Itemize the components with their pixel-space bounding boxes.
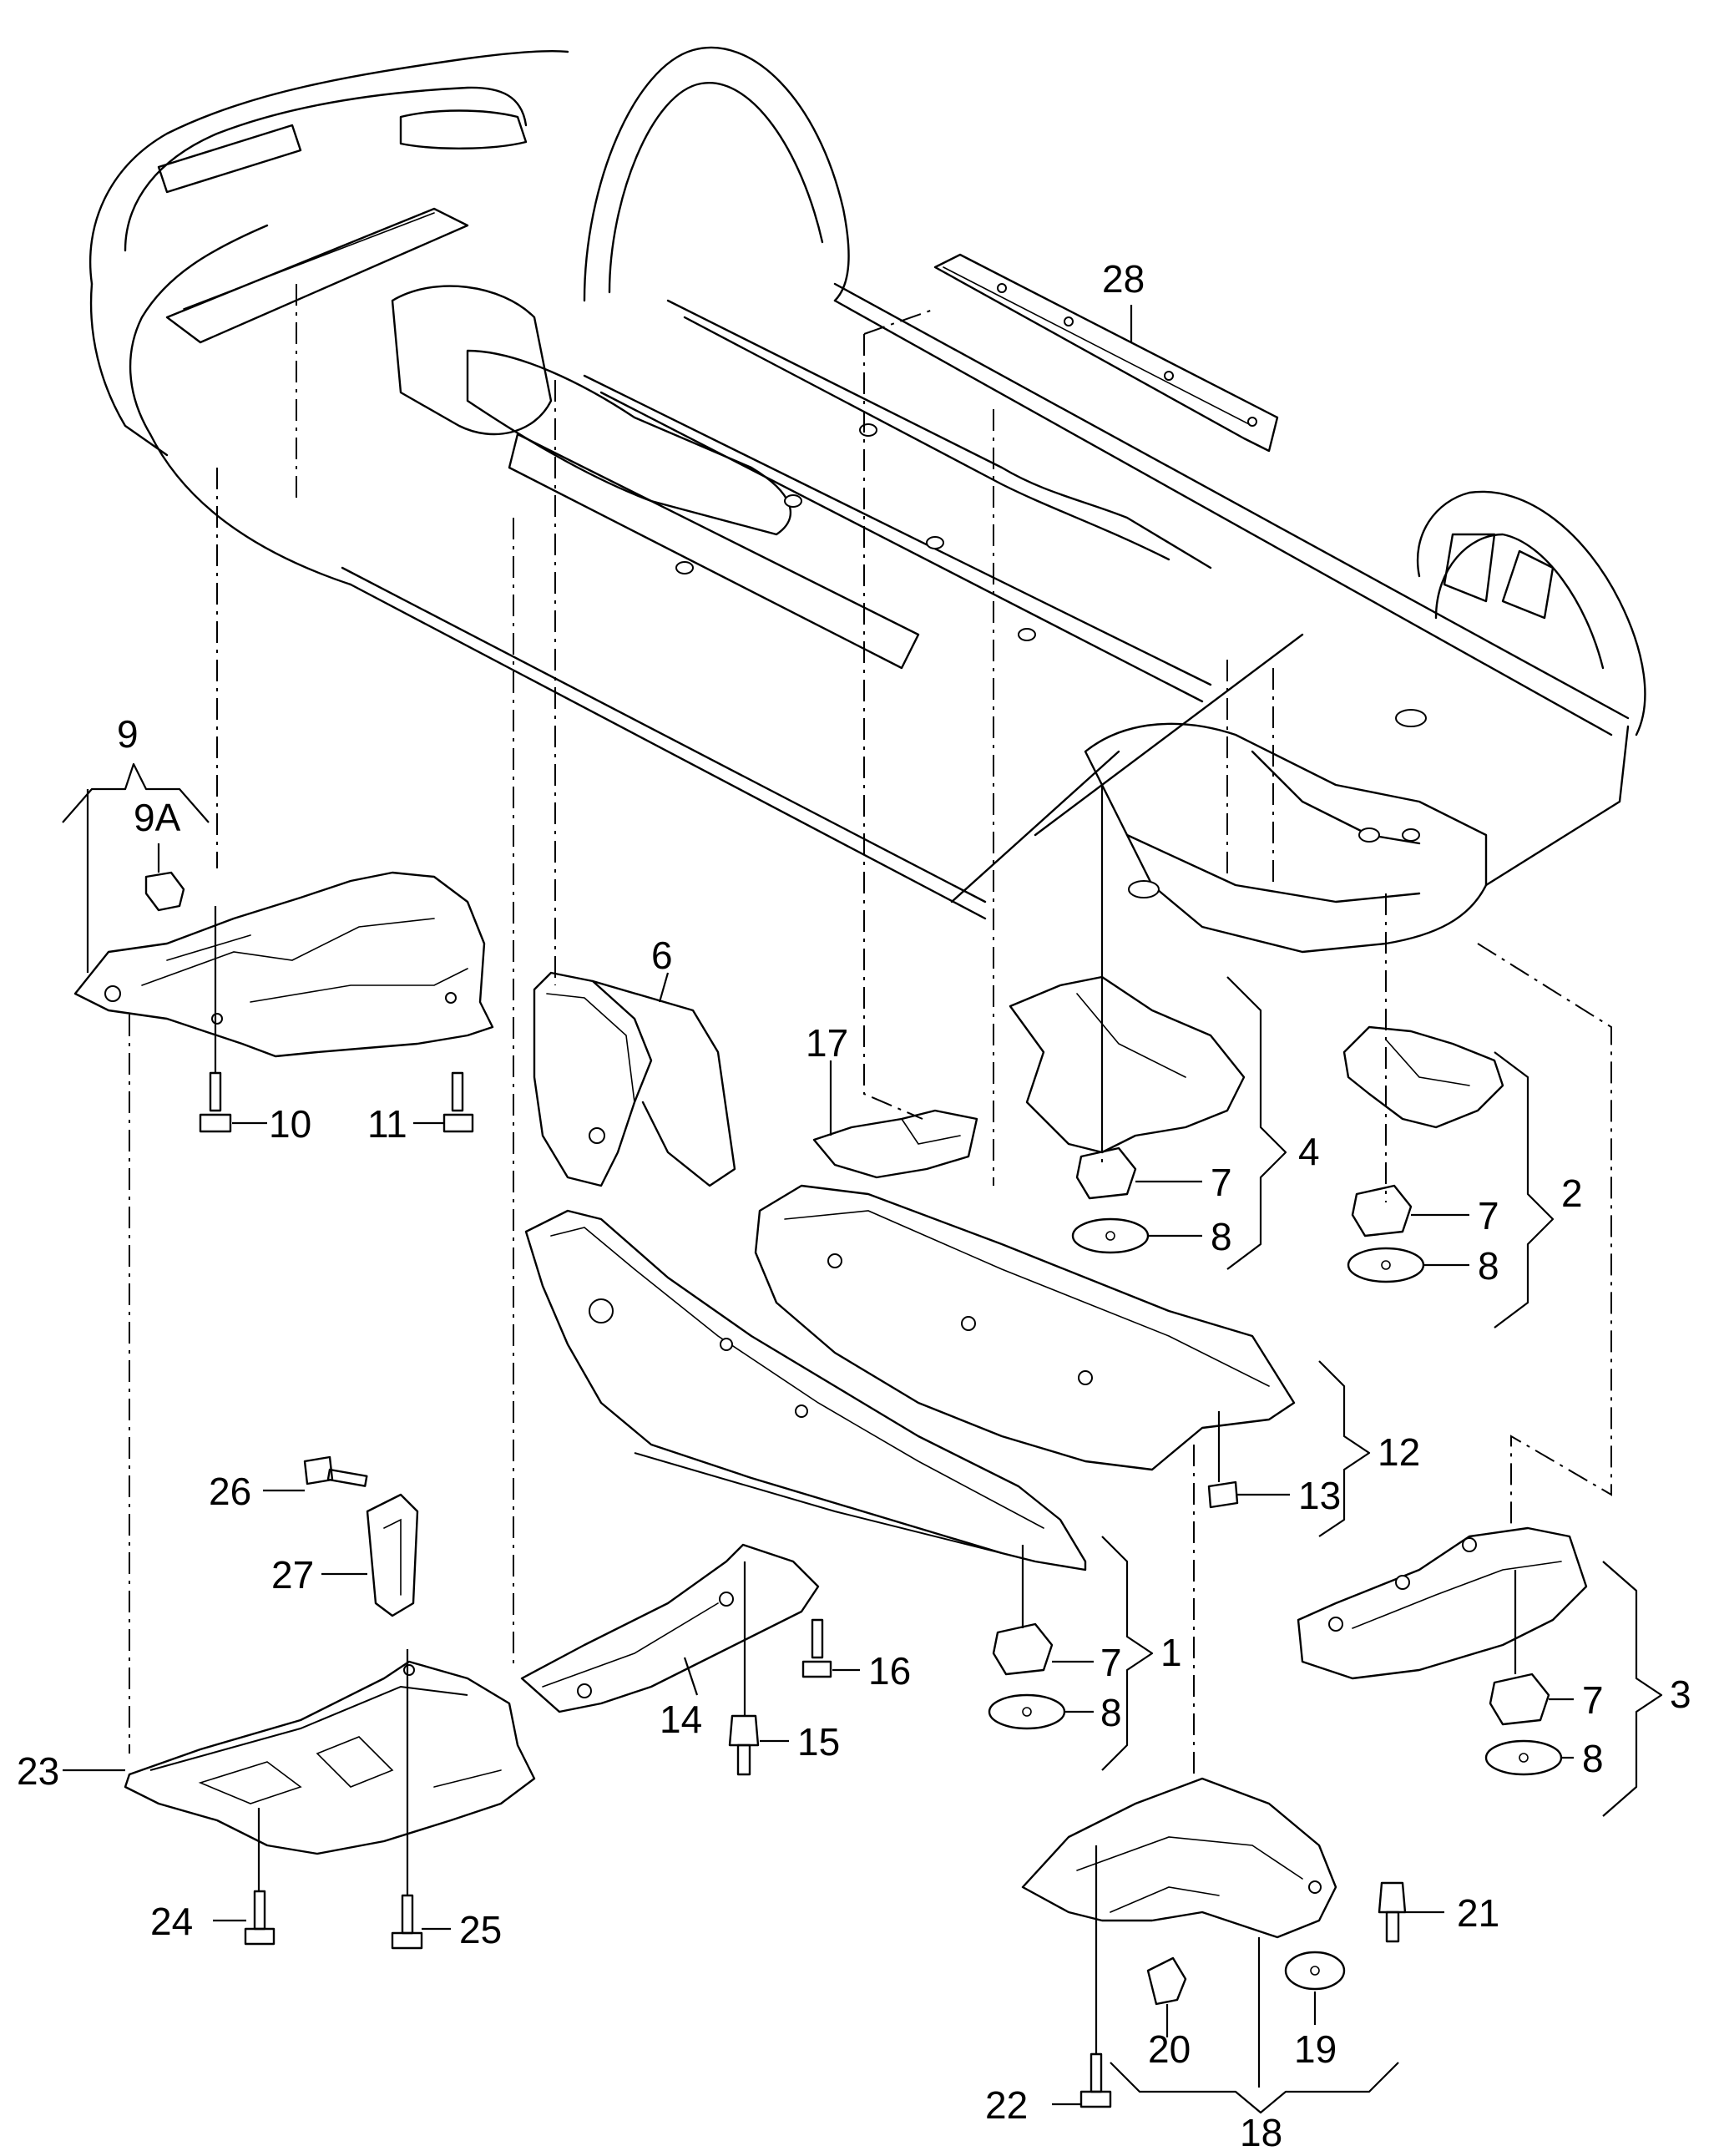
label-16: 16 bbox=[868, 1649, 911, 1693]
label-22: 22 bbox=[985, 2083, 1028, 2127]
part-2-shield bbox=[1342, 1025, 1504, 1129]
part-12-center-panel bbox=[754, 1184, 1296, 1471]
bolt-26 bbox=[303, 1455, 368, 1487]
washer-8a bbox=[1071, 1217, 1150, 1254]
label-4: 4 bbox=[1298, 1130, 1320, 1173]
part-28-cross-strip bbox=[933, 253, 1279, 453]
label-1: 1 bbox=[1160, 1631, 1182, 1674]
reference-lines bbox=[129, 284, 1612, 1779]
label-17: 17 bbox=[806, 1021, 848, 1065]
label-21: 21 bbox=[1457, 1891, 1499, 1935]
part-18-shield bbox=[1021, 1777, 1337, 1939]
part-17-bracket bbox=[812, 1109, 978, 1179]
label-23: 23 bbox=[17, 1749, 59, 1793]
washer-8d bbox=[1484, 1739, 1563, 1776]
bracket-7c bbox=[992, 1622, 1054, 1676]
label-25: 25 bbox=[459, 1908, 502, 1951]
washer-19 bbox=[1284, 1951, 1346, 1991]
label-14: 14 bbox=[660, 1698, 702, 1741]
label-19: 19 bbox=[1294, 2027, 1337, 2071]
label-24: 24 bbox=[150, 1900, 193, 1943]
part-4-shield bbox=[1009, 975, 1246, 1154]
washer-8b bbox=[1347, 1247, 1425, 1283]
part-6-heat-shield bbox=[533, 971, 736, 1187]
bolt-11 bbox=[442, 1071, 474, 1133]
bracket-7b bbox=[1351, 1184, 1413, 1237]
label-15: 15 bbox=[797, 1720, 840, 1764]
label-9: 9 bbox=[117, 712, 139, 756]
washer-8c bbox=[988, 1693, 1066, 1730]
label-6: 6 bbox=[651, 934, 673, 977]
label-8-d: 8 bbox=[1582, 1737, 1604, 1780]
bracket-7d bbox=[1489, 1673, 1550, 1726]
bolt-10 bbox=[199, 1071, 232, 1133]
label-11: 11 bbox=[367, 1102, 407, 1146]
label-26: 26 bbox=[209, 1470, 251, 1513]
label-8-b: 8 bbox=[1478, 1244, 1499, 1288]
bolt-25 bbox=[391, 1894, 423, 1950]
label-7-c: 7 bbox=[1100, 1641, 1122, 1684]
leaders-and-braces bbox=[62, 305, 1663, 2114]
label-20: 20 bbox=[1148, 2027, 1191, 2071]
label-28: 28 bbox=[1102, 257, 1145, 301]
part-1-left-panel bbox=[524, 1209, 1087, 1571]
screw-16 bbox=[801, 1618, 832, 1678]
part-23-front-shield bbox=[124, 1660, 536, 1855]
bracket-7a bbox=[1075, 1146, 1137, 1200]
part-27-bracket bbox=[366, 1493, 419, 1617]
label-7-b: 7 bbox=[1478, 1194, 1499, 1237]
vehicle-underbody bbox=[88, 46, 1646, 954]
fasteners bbox=[199, 1071, 1563, 2108]
label-8-a: 8 bbox=[1211, 1215, 1232, 1258]
callout-labels: 28 9 9A 10 11 6 17 4 7 8 2 7 8 12 13 1 7… bbox=[17, 257, 1691, 2154]
clip-21 bbox=[1378, 1881, 1407, 1943]
label-8-c: 8 bbox=[1100, 1691, 1122, 1734]
clip-20 bbox=[1146, 1956, 1187, 2006]
label-9a: 9A bbox=[134, 796, 181, 839]
part-14-shield bbox=[520, 1543, 820, 1713]
label-12: 12 bbox=[1378, 1430, 1420, 1474]
label-2: 2 bbox=[1561, 1172, 1583, 1215]
label-27: 27 bbox=[271, 1553, 314, 1597]
clip-15 bbox=[728, 1714, 760, 1776]
label-7-d: 7 bbox=[1582, 1678, 1604, 1722]
part-3-shield bbox=[1297, 1526, 1588, 1680]
label-10: 10 bbox=[269, 1102, 311, 1146]
label-3: 3 bbox=[1670, 1673, 1691, 1716]
bolt-24 bbox=[244, 1890, 276, 1946]
nut-13 bbox=[1207, 1480, 1239, 1509]
label-7-a: 7 bbox=[1211, 1161, 1232, 1204]
label-18: 18 bbox=[1240, 2111, 1282, 2154]
label-13: 13 bbox=[1298, 1474, 1341, 1517]
bolt-22 bbox=[1079, 2052, 1112, 2108]
part-9-left-shield bbox=[73, 871, 494, 1058]
